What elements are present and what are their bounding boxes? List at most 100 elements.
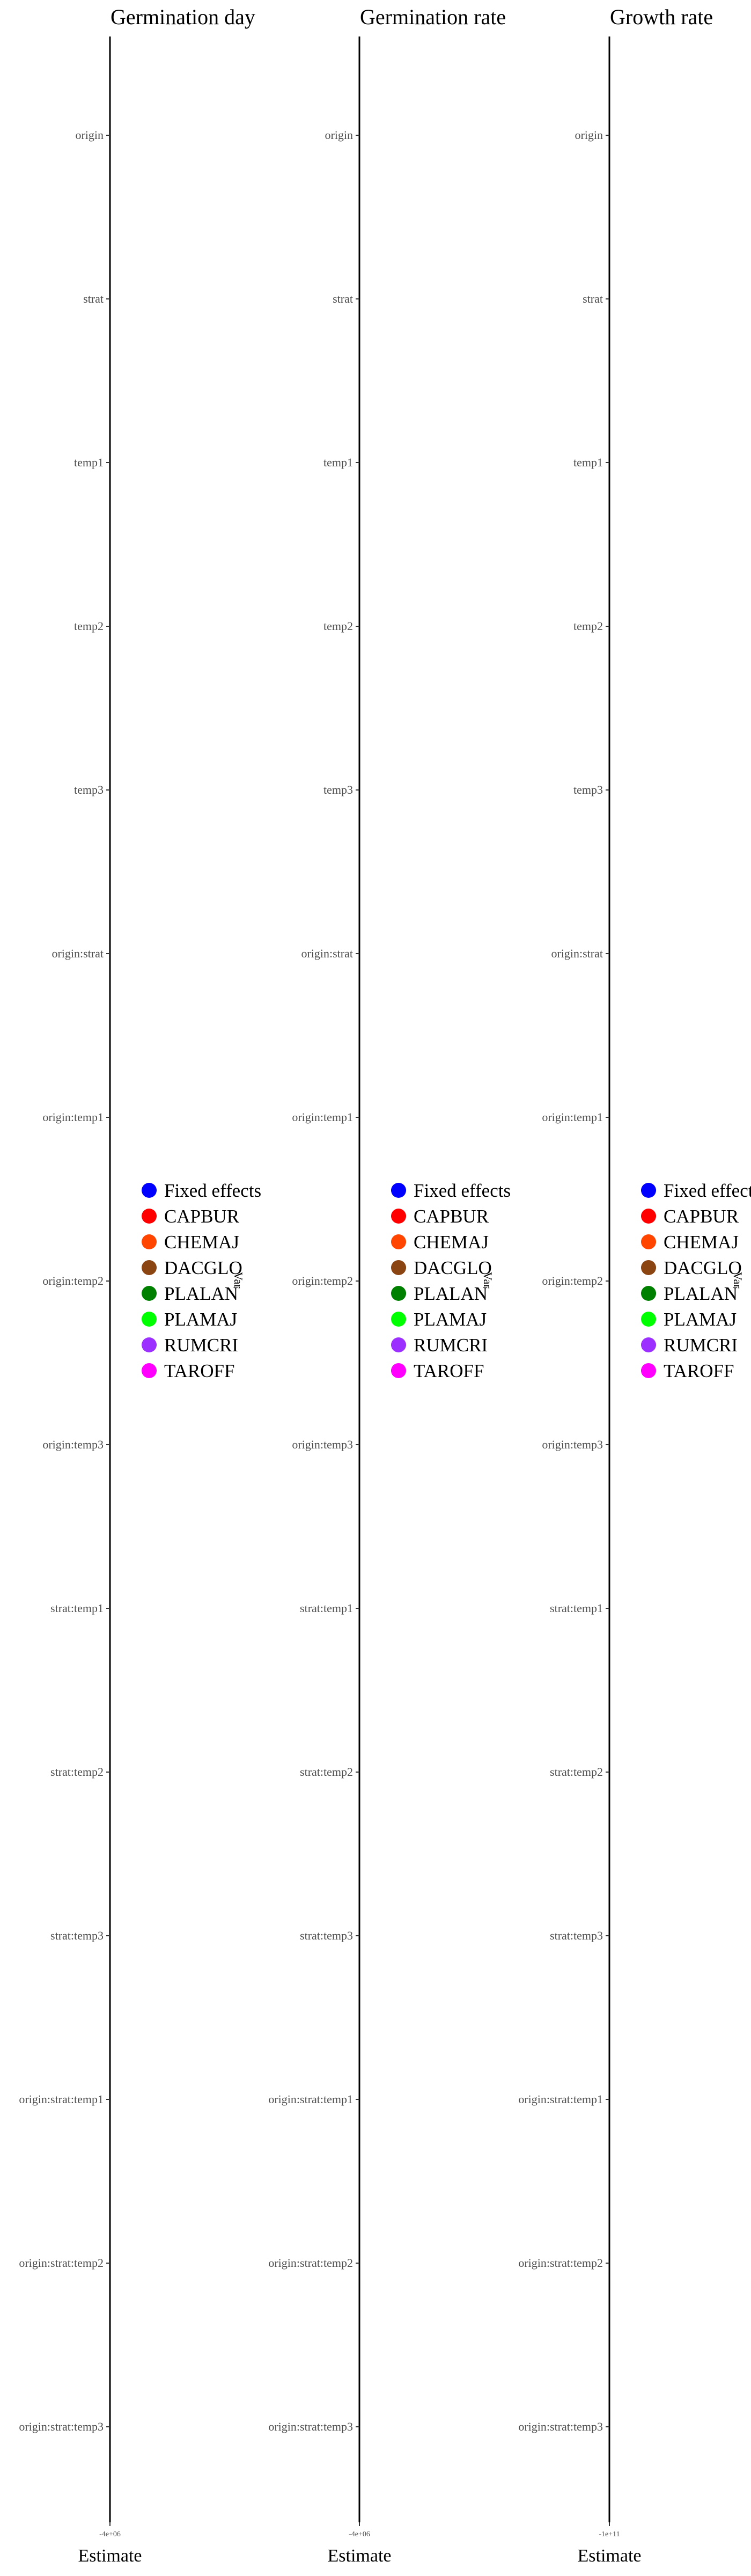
legend-label: CAPBUR bbox=[414, 1206, 489, 1227]
legend-key-dot bbox=[391, 1312, 406, 1327]
y-tick-label: temp3 bbox=[74, 783, 104, 796]
legend-label: TAROFF bbox=[414, 1360, 484, 1381]
y-tick-label: origin bbox=[325, 128, 353, 142]
y-tick-label: temp1 bbox=[323, 456, 353, 469]
legend-key-dot bbox=[641, 1183, 656, 1198]
y-tick-label: origin:strat bbox=[51, 947, 104, 960]
panel-title: Germination rate bbox=[360, 5, 506, 29]
legend-key-dot bbox=[641, 1234, 656, 1249]
panel-3: Growth rateoriginstrattemp1temp2temp3ori… bbox=[518, 5, 751, 2566]
y-tick-label: origin:strat:temp2 bbox=[268, 2256, 353, 2270]
legend-key-dot bbox=[142, 1286, 157, 1301]
y-tick-label: origin:strat:temp3 bbox=[518, 2420, 603, 2433]
legend-key-dot bbox=[391, 1209, 406, 1224]
y-tick-label: origin bbox=[75, 128, 104, 142]
panel-title: Germination day bbox=[111, 5, 255, 29]
legend-label: DACGLO bbox=[664, 1257, 742, 1278]
y-tick-label: origin:strat:temp3 bbox=[268, 2420, 353, 2433]
panel-2: Germination rate origin strat temp1 temp2 tem… bbox=[268, 5, 511, 2566]
legend-label: CHEMAJ bbox=[164, 1232, 239, 1253]
legend-label: PLAMAJ bbox=[414, 1309, 487, 1330]
panel-1: Germination day origin strat temp1 temp2 temp… bbox=[19, 5, 261, 2566]
x-axis-title: Estimate bbox=[78, 2546, 142, 2566]
legend-key-dot bbox=[641, 1337, 656, 1352]
legend-key-dot bbox=[142, 1183, 157, 1198]
legend-label: DACGLO bbox=[414, 1257, 492, 1278]
legend-label: PLALAN bbox=[414, 1283, 488, 1304]
legend-label: TAROFF bbox=[664, 1360, 734, 1381]
legend-label: Fixed effects bbox=[164, 1180, 261, 1201]
legend-label: Fixed effects bbox=[414, 1180, 511, 1201]
y-tick-label: temp2 bbox=[323, 619, 353, 633]
y-tick-label: strat:temp3 bbox=[300, 1929, 353, 1942]
legend-key-dot bbox=[391, 1183, 406, 1198]
legend-key-dot bbox=[391, 1286, 406, 1301]
legend-label: CHEMAJ bbox=[414, 1232, 489, 1253]
y-tick-label: origin:strat bbox=[301, 947, 353, 960]
y-tick-label: strat:temp2 bbox=[550, 1765, 603, 1779]
y-tick-label: temp1 bbox=[74, 456, 104, 469]
legend-label: RUMCRI bbox=[164, 1335, 238, 1356]
y-tick-label: origin bbox=[575, 128, 603, 142]
x-tick-label: -4e+06 bbox=[349, 2530, 370, 2538]
legend-label: PLAMAJ bbox=[164, 1309, 237, 1330]
legend-key-dot bbox=[142, 1209, 157, 1224]
y-tick-label: origin:strat:temp2 bbox=[19, 2256, 104, 2270]
legend-label: CHEMAJ bbox=[664, 1232, 739, 1253]
legend-key-dot bbox=[142, 1234, 157, 1249]
legend-key-dot bbox=[391, 1363, 406, 1378]
legend-key-dot bbox=[391, 1260, 406, 1275]
y-tick-label: origin:temp1 bbox=[542, 1110, 603, 1124]
y-tick-label: strat bbox=[333, 292, 353, 305]
legend-key-dot bbox=[641, 1312, 656, 1327]
y-tick-label: strat:temp2 bbox=[50, 1765, 104, 1779]
legend-label: RUMCRI bbox=[664, 1335, 738, 1356]
y-tick-label: temp3 bbox=[323, 783, 353, 796]
legend-key-dot bbox=[641, 1209, 656, 1224]
legend-key-dot bbox=[641, 1260, 656, 1275]
y-tick-label: origin:strat:temp3 bbox=[19, 2420, 104, 2433]
y-tick-label: origin:strat:temp1 bbox=[268, 2092, 353, 2106]
y-tick-label: strat bbox=[83, 292, 104, 305]
y-tick-label: temp2 bbox=[74, 619, 104, 633]
x-tick-label: -1e+11 bbox=[599, 2530, 620, 2538]
y-tick-label: origin:temp3 bbox=[42, 1438, 104, 1451]
y-tick-label: strat:temp1 bbox=[50, 1601, 104, 1615]
legend-label: CAPBUR bbox=[664, 1206, 739, 1227]
legend-label: DACGLO bbox=[164, 1257, 242, 1278]
legend-key-dot bbox=[641, 1363, 656, 1378]
legend-title: Var bbox=[232, 1272, 245, 1289]
y-tick-label: origin:temp1 bbox=[42, 1110, 104, 1124]
y-tick-label: strat bbox=[583, 292, 603, 305]
legend-title: Var bbox=[481, 1272, 495, 1289]
y-tick-label: origin:strat:temp1 bbox=[518, 2092, 603, 2106]
y-tick-label: origin:temp3 bbox=[292, 1438, 353, 1451]
legend-key-dot bbox=[391, 1234, 406, 1249]
legend-key-dot bbox=[142, 1363, 157, 1378]
legend-label: TAROFF bbox=[164, 1360, 234, 1381]
y-tick-label: strat:temp1 bbox=[300, 1601, 353, 1615]
legend-label: RUMCRI bbox=[414, 1335, 488, 1356]
y-tick-label: origin:temp1 bbox=[292, 1110, 353, 1124]
y-tick-label: strat:temp1 bbox=[550, 1601, 603, 1615]
x-axis-title: Estimate bbox=[328, 2546, 392, 2566]
legend-key-dot bbox=[142, 1337, 157, 1352]
legend-label: PLAMAJ bbox=[664, 1309, 737, 1330]
y-tick-label: strat:temp3 bbox=[50, 1929, 104, 1942]
legend-label: PLALAN bbox=[664, 1283, 738, 1304]
y-tick-label: origin:strat bbox=[551, 947, 603, 960]
y-tick-label: temp3 bbox=[573, 783, 603, 796]
legend-label: Fixed effects bbox=[664, 1180, 751, 1201]
y-tick-label: temp1 bbox=[573, 456, 603, 469]
x-axis-title: Estimate bbox=[578, 2546, 642, 2566]
legend: Fixed effectsCAPBURCHEMAJDACGLOPLALANPLA… bbox=[142, 1180, 261, 1381]
legend-key-dot bbox=[142, 1260, 157, 1275]
y-tick-label: origin:temp3 bbox=[542, 1438, 603, 1451]
y-tick-label: origin:strat:temp2 bbox=[518, 2256, 603, 2270]
panel-title: Growth rate bbox=[610, 5, 713, 29]
y-tick-label: origin:strat:temp1 bbox=[19, 2092, 104, 2106]
y-tick-label: strat:temp3 bbox=[550, 1929, 603, 1942]
x-tick-label: -4e+06 bbox=[99, 2530, 121, 2538]
